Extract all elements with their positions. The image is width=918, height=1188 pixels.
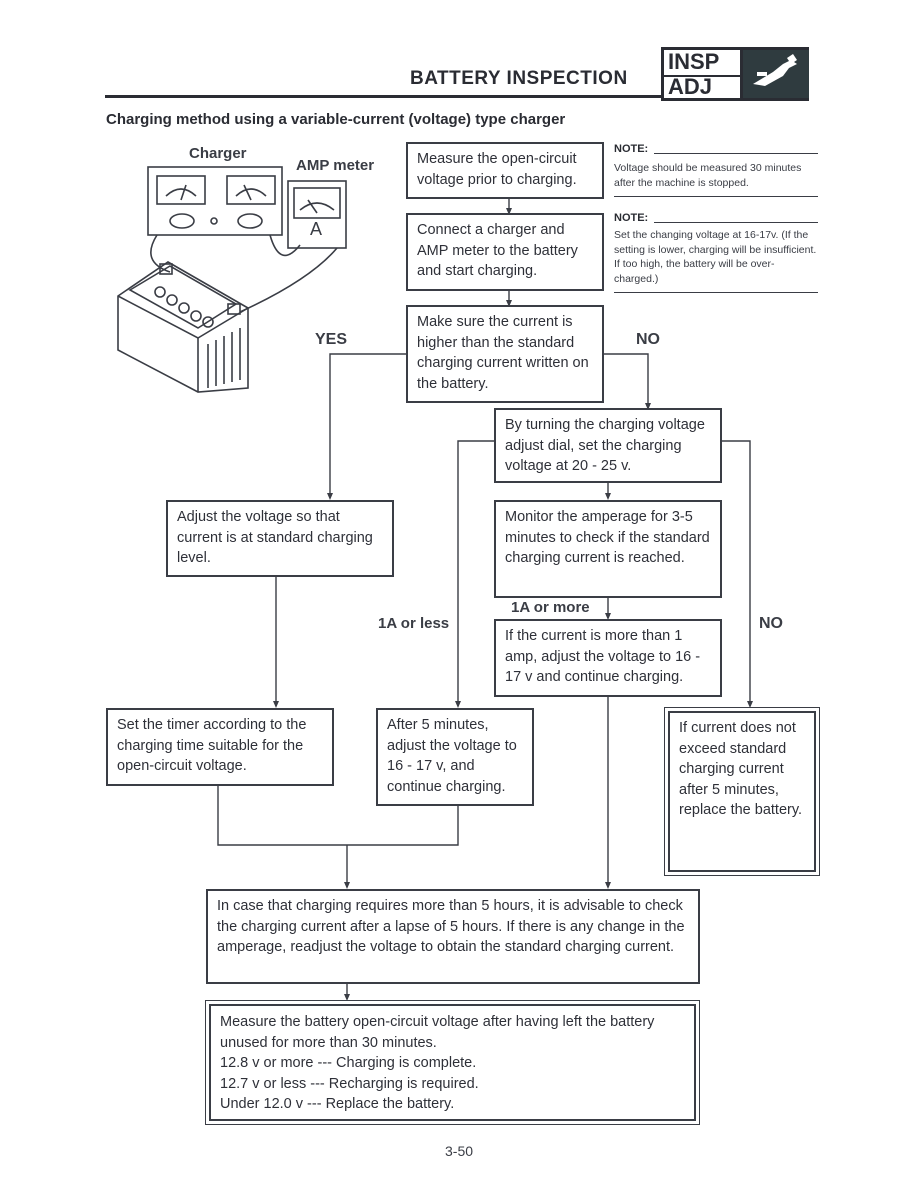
badge-divider xyxy=(664,75,740,77)
step-after-5-minutes: After 5 minutes, adjust the voltage to 1… xyxy=(376,708,534,806)
final-line-2: 12.8 v or more --- Charging is complete. xyxy=(220,1055,477,1071)
badge-adj: ADJ xyxy=(668,74,713,99)
note-2-rule xyxy=(654,222,818,223)
badge-insp: INSP xyxy=(668,49,720,74)
step-set-timer: Set the timer according to the charging … xyxy=(106,708,334,786)
step-connect-charger: Connect a charger and AMP meter to the b… xyxy=(406,213,604,291)
note-1: NOTE: Voltage should be measured 30 minu… xyxy=(614,143,818,197)
charger-label: Charger xyxy=(189,145,247,162)
note-1-bottom-rule xyxy=(614,196,818,197)
meter-letter: A xyxy=(310,219,323,239)
final-line-3: 12.7 v or less --- Recharging is require… xyxy=(220,1075,479,1092)
step-5-hours-check: In case that charging requires more than… xyxy=(206,889,700,984)
page-number: 3-50 xyxy=(445,1143,474,1159)
step-replace-battery: If current does not exceed standard char… xyxy=(664,707,820,876)
amp-meter-label: AMP meter xyxy=(296,157,375,174)
step-monitor-amperage: Monitor the amperage for 3-5 minutes to … xyxy=(494,500,722,598)
step-check-current: Make sure the current is higher than the… xyxy=(406,305,604,403)
final-line-1: Measure the battery open-circuit voltage… xyxy=(220,1014,655,1051)
header-rule xyxy=(105,95,661,98)
step-final-measure: Measure the battery open-circuit voltage… xyxy=(205,1000,700,1125)
step-measure-open-circuit: Measure the open-circuit voltage prior t… xyxy=(406,142,604,199)
step-current-more-than-1a: If the current is more than 1 amp, adjus… xyxy=(494,619,722,697)
final-line-4: Under 12.0 v --- Replace the battery. xyxy=(220,1096,455,1112)
step-set-charging-voltage: By turning the charging voltage adjust d… xyxy=(494,408,722,483)
section-title: Charging method using a variable-current… xyxy=(106,111,566,128)
label-1a-or-more: 1A or more xyxy=(511,599,590,616)
insp-adj-badge: INSP ADJ xyxy=(661,47,809,101)
note-1-text: Voltage should be measured 30 minutes af… xyxy=(614,162,802,189)
note-2: NOTE: Set the changing voltage at 16-17v… xyxy=(614,212,818,293)
note-2-title: NOTE: xyxy=(614,212,649,224)
yes-label: YES xyxy=(315,331,348,348)
note-2-text: Set the changing voltage at 16-17v. (If … xyxy=(614,229,817,285)
step-adjust-voltage: Adjust the voltage so that current is at… xyxy=(166,500,394,577)
label-1a-or-less: 1A or less xyxy=(378,615,450,632)
note-1-rule xyxy=(654,153,818,154)
no-label-2: NO xyxy=(759,615,783,632)
note-2-bottom-rule xyxy=(614,292,818,293)
note-1-title: NOTE: xyxy=(614,143,649,155)
page-title: BATTERY INSPECTION xyxy=(410,68,628,89)
no-label-1: NO xyxy=(636,331,660,348)
wrench-hand-icon xyxy=(740,50,809,98)
